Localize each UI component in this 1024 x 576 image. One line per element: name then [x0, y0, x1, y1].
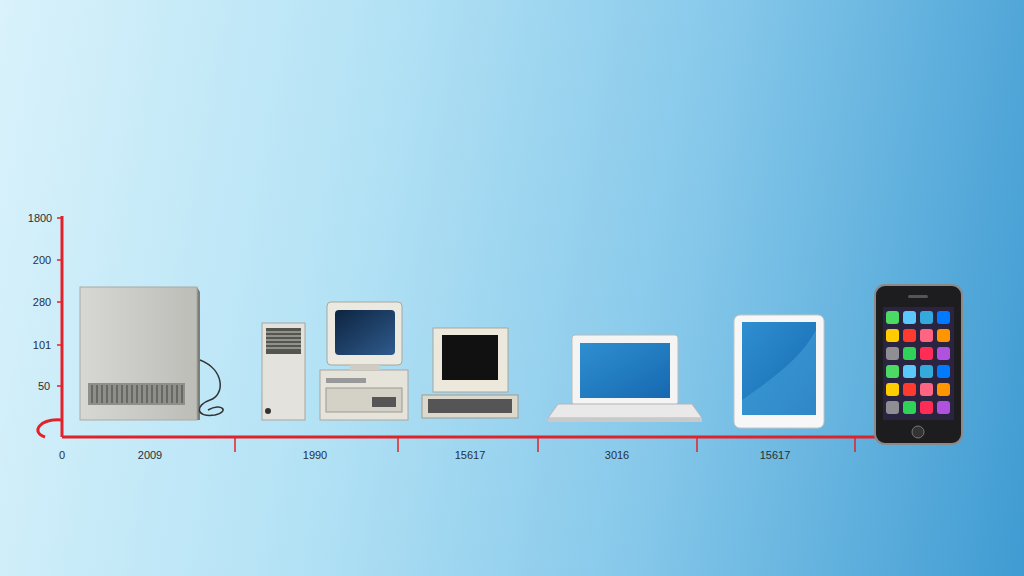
axis-label: 15617 — [455, 450, 486, 461]
app-icon — [920, 401, 933, 414]
server-icon — [80, 287, 223, 420]
axis-label: 280 — [33, 297, 51, 308]
axis-label: 200 — [33, 255, 51, 266]
app-icon — [886, 401, 899, 414]
tablet-icon — [734, 315, 824, 428]
app-icon — [937, 329, 950, 342]
axis-label: 2009 — [138, 450, 162, 461]
app-icon — [903, 365, 916, 378]
axis-label: 101 — [33, 340, 51, 351]
app-icon — [886, 329, 899, 342]
axis-label: 1800 — [28, 213, 52, 224]
app-icon — [886, 383, 899, 396]
app-icon — [903, 383, 916, 396]
app-icon — [937, 383, 950, 396]
desktop-icon — [262, 302, 408, 420]
axis-label: 50 — [38, 381, 50, 392]
app-icon — [903, 401, 916, 414]
axis-label: 1990 — [303, 450, 327, 461]
app-icon — [903, 311, 916, 324]
app-icon — [937, 311, 950, 324]
app-icon — [920, 329, 933, 342]
axis-label: 15617 — [760, 450, 791, 461]
app-icon — [920, 311, 933, 324]
app-icon — [886, 347, 899, 360]
classic-computer-icon — [422, 328, 518, 418]
app-icon — [903, 329, 916, 342]
app-icon — [920, 365, 933, 378]
app-icon — [937, 401, 950, 414]
app-icon — [920, 347, 933, 360]
app-icon — [920, 383, 933, 396]
axis-label: 0 — [59, 450, 65, 461]
axis — [38, 216, 880, 452]
smartphone-icon — [875, 285, 962, 444]
app-icon — [886, 365, 899, 378]
axis-label: 3016 — [605, 450, 629, 461]
app-icon — [937, 347, 950, 360]
app-icon — [937, 365, 950, 378]
laptop-icon — [548, 335, 702, 422]
app-icon — [886, 311, 899, 324]
app-icon — [903, 347, 916, 360]
